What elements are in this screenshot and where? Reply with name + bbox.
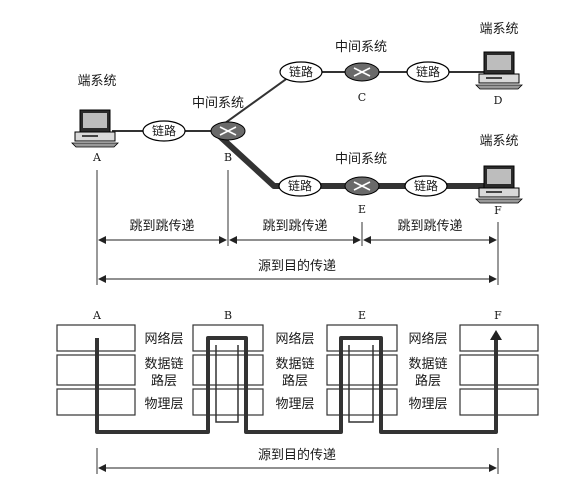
router-icon-b [210,121,246,141]
stack-label-b: B [224,309,232,322]
stack-label-e: E [358,309,366,322]
layer-label-physical-3: 物理层 [408,397,447,412]
link-pill-be: 链路 [278,175,322,197]
node-label-a: A [92,151,102,164]
svg-text:链路: 链路 [288,178,312,193]
stack-b-physical [192,388,264,416]
link-pill-ab: 链路 [142,120,186,142]
intermediate-label-b: 中间系统 [192,96,244,111]
link-pill-cd: 链路 [406,61,450,83]
layer-label-physical-2: 物理层 [275,397,314,412]
node-label-e: E [358,203,366,216]
intermediate-label-c: 中间系统 [335,40,387,55]
data-flow-inner [215,345,374,423]
link-pill-ef: 链路 [404,175,448,197]
computer-icon-a [71,109,119,148]
router-icon-c [344,62,380,82]
layer-label-physical-1: 物理层 [144,397,183,412]
end-system-label-d: 端系统 [479,22,518,37]
delivery-guides [96,170,499,285]
hop-label-1: 跳到跳传递 [129,219,194,234]
end-system-label-a: 端系统 [77,74,116,89]
source-dest-label-bottom: 源到目的传递 [258,447,336,463]
link-pill-bc: 链路 [279,61,323,83]
source-dest-label-top: 源到目的传递 [258,258,336,274]
svg-text:链路: 链路 [414,178,438,193]
stack-f-physical [459,388,539,416]
data-flow-arrowhead [490,330,502,340]
end-system-label-f: 端系统 [479,134,518,149]
stack-e-datalink [326,354,398,386]
layer-label-datalink-1b: 路层 [151,373,177,389]
hop-label-2: 跳到跳传递 [262,219,327,234]
stack-f-datalink [459,354,539,386]
node-label-c: C [358,91,366,104]
layer-label-datalink-3a: 数据链 [408,357,447,372]
layer-label-datalink-3b: 路层 [415,373,441,389]
stack-label-a: A [92,309,102,322]
layer-label-datalink-2a: 数据链 [275,357,314,372]
stack-label-f: F [494,309,502,322]
intermediate-label-e: 中间系统 [335,152,387,167]
hop-label-3: 跳到跳传递 [397,219,462,234]
stack-e-physical [326,388,398,416]
layer-label-datalink-1a: 数据链 [144,357,183,372]
svg-text:链路: 链路 [289,64,313,79]
node-label-f: F [494,204,502,217]
svg-text:链路: 链路 [416,64,440,79]
computer-icon-d [475,51,523,90]
layer-label-datalink-2b: 路层 [282,373,308,389]
router-icon-e [344,176,380,196]
node-label-d: D [494,94,503,107]
layer-label-network-2: 网络层 [275,331,314,347]
layer-label-network-1: 网络层 [144,331,183,347]
data-flow-path [95,334,498,434]
svg-text:链路: 链路 [152,123,176,138]
stack-b-datalink [192,354,264,386]
layer-label-network-3: 网络层 [408,331,447,347]
node-label-b: B [224,151,232,164]
